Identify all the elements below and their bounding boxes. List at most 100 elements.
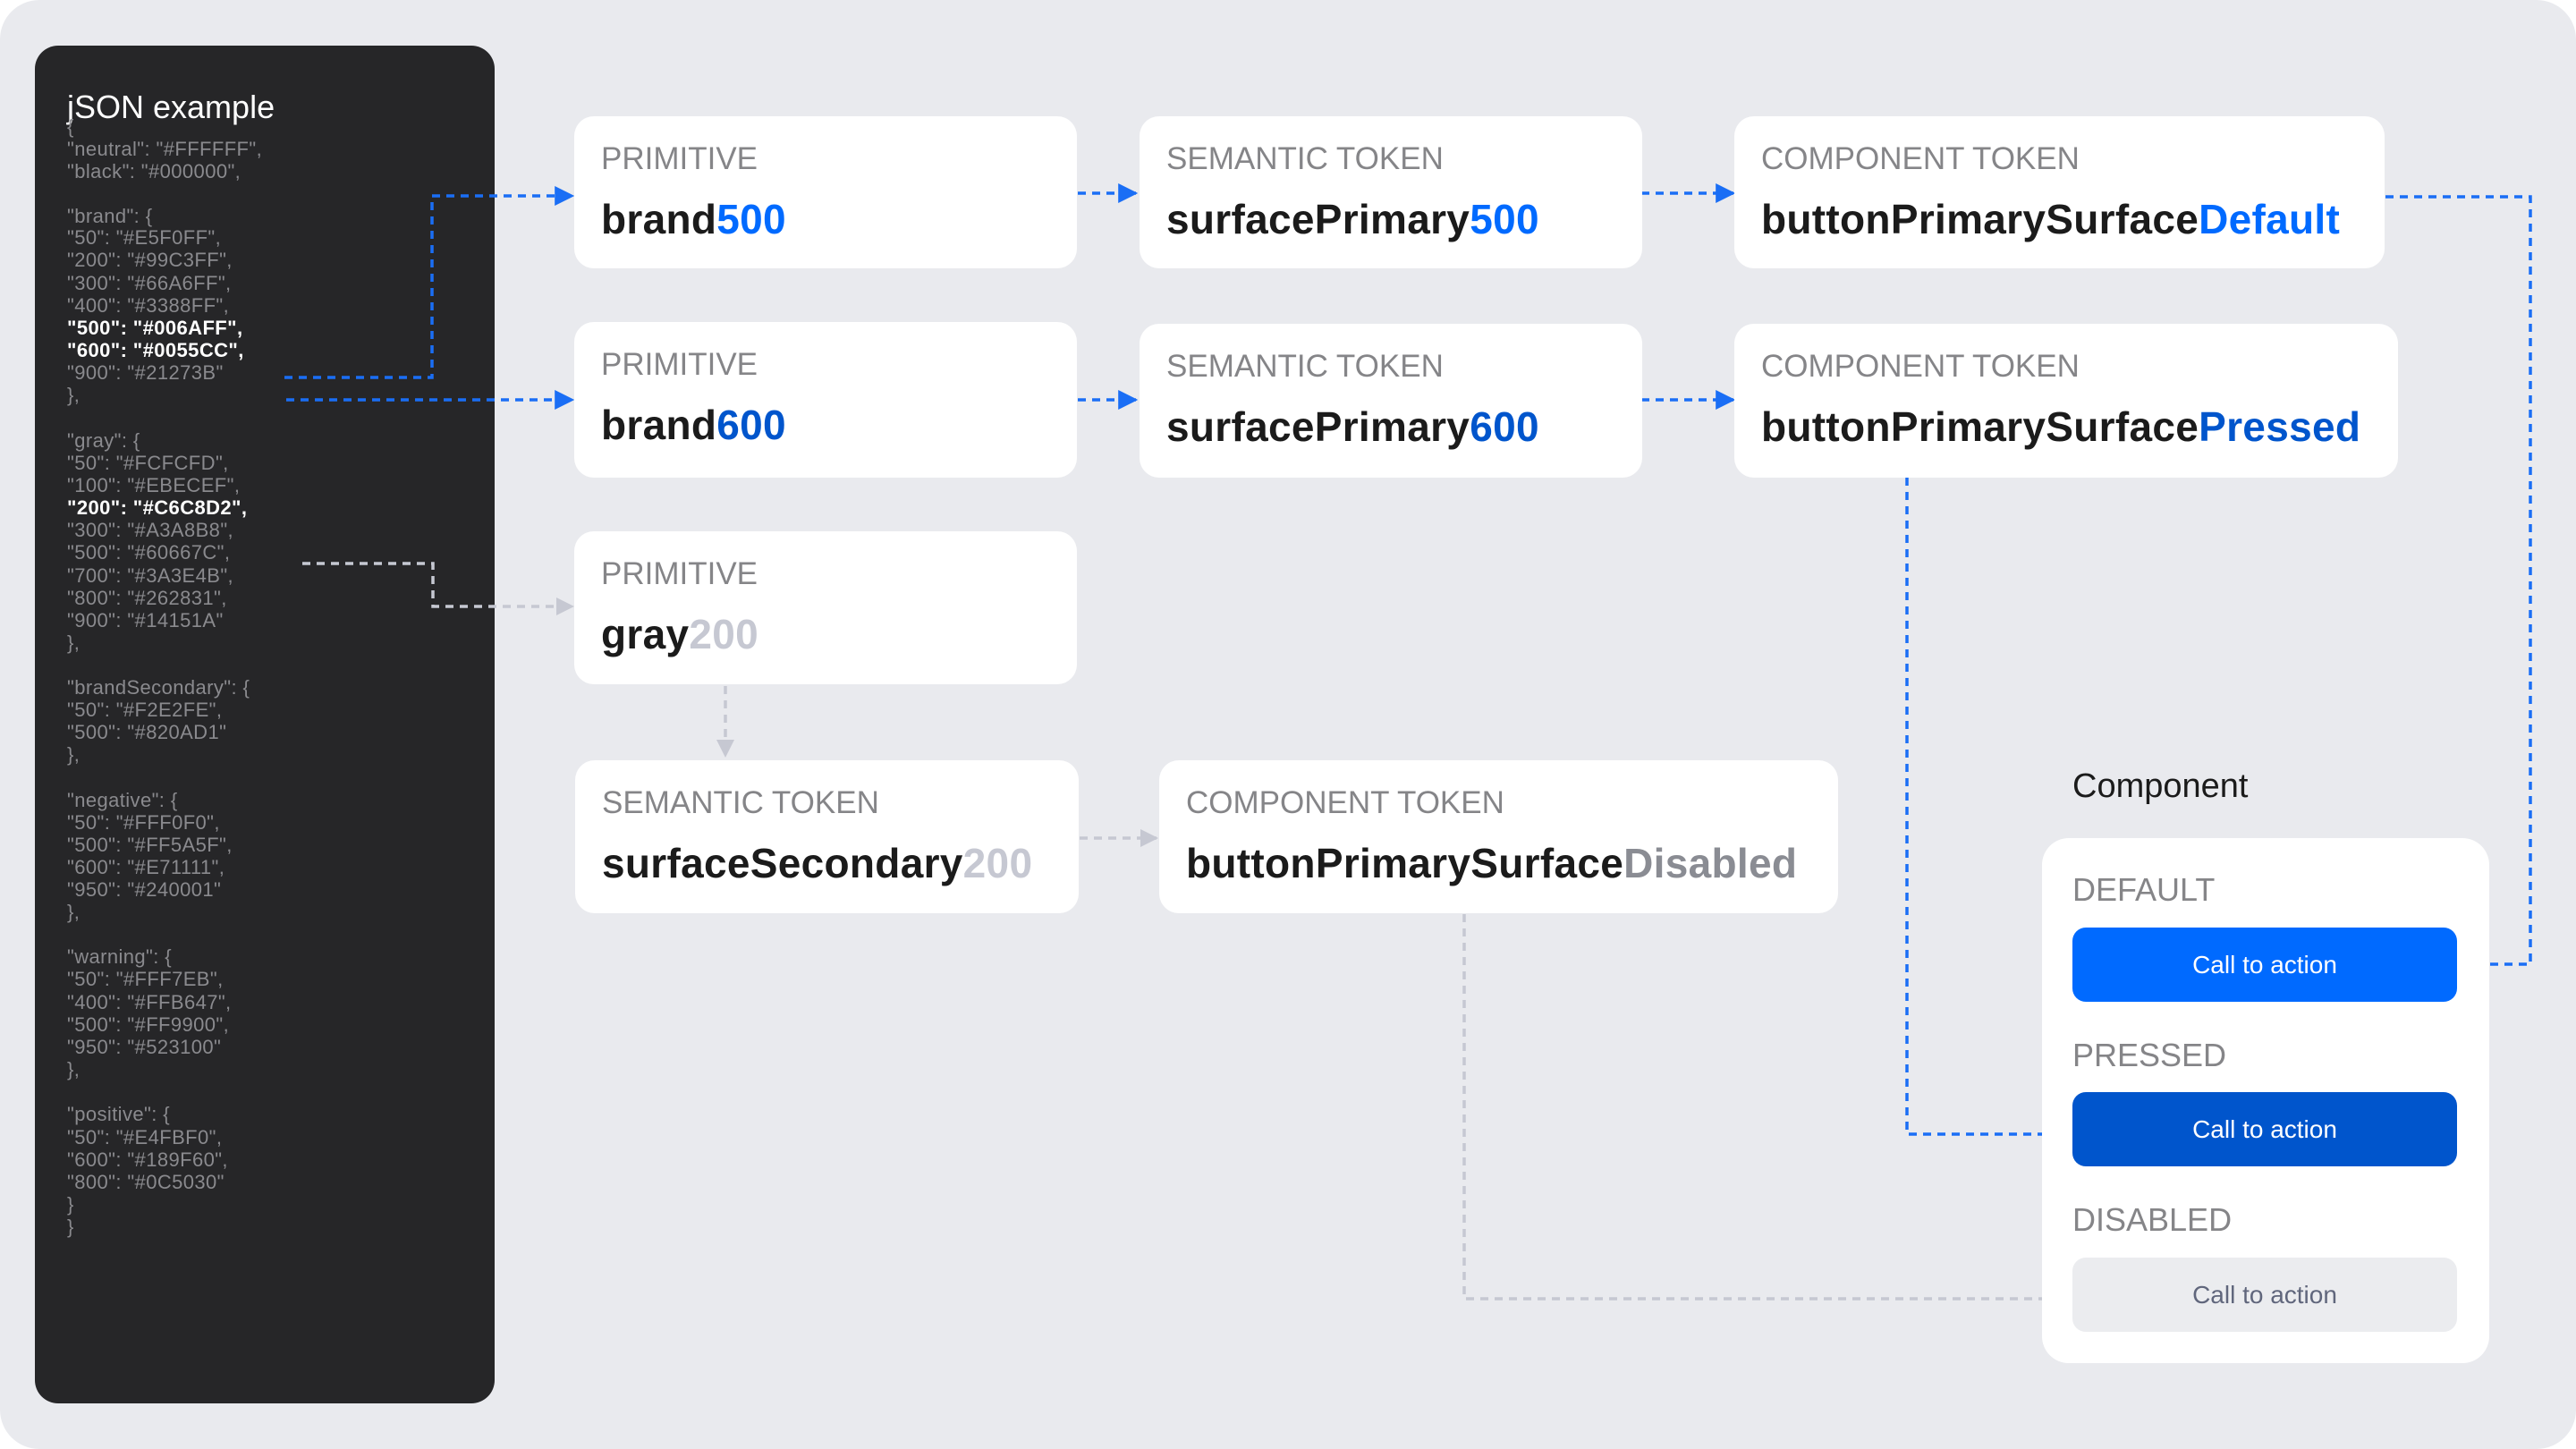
token-name: gray200 [601, 610, 758, 658]
cta-button-disabled: Call to action [2072, 1258, 2457, 1332]
json-line: "50": "#FFF0F0", [67, 811, 220, 834]
card-primitive-brand600: PRIMITIVE brand600 [574, 322, 1077, 478]
token-suffix: 500 [716, 196, 786, 242]
token-suffix: Disabled [1623, 840, 1798, 886]
json-line: "400": "#3388FF", [67, 294, 230, 317]
json-line: "50": "#FCFCFD", [67, 452, 229, 474]
json-line: "950": "#240001" [67, 878, 222, 901]
token-suffix: 200 [689, 611, 759, 657]
card-type-label: SEMANTIC TOKEN [602, 785, 879, 820]
json-line: }, [67, 384, 80, 406]
json-line: }, [67, 631, 80, 654]
card-type-label: PRIMITIVE [601, 556, 758, 591]
json-line: "900": "#14151A" [67, 609, 224, 631]
token-base: surfaceSecondary [602, 840, 963, 886]
token-base: buttonPrimarySurface [1761, 196, 2199, 242]
card-component-default: COMPONENT TOKEN buttonPrimarySurfaceDefa… [1734, 116, 2385, 268]
token-suffix: Default [2199, 196, 2341, 242]
token-name: surfacePrimary600 [1166, 402, 1539, 451]
token-base: buttonPrimarySurface [1186, 840, 1624, 886]
json-line: "50": "#FFF7EB", [67, 968, 224, 990]
json-line-highlighted: "200": "#C6C8D2", [67, 496, 248, 519]
state-label-pressed: PRESSED [2072, 1037, 2227, 1073]
connector-component-disabled-button [1462, 914, 2072, 1308]
token-suffix: Pressed [2199, 403, 2361, 450]
json-line: "black": "#000000", [67, 160, 242, 182]
token-name: buttonPrimarySurfacePressed [1761, 402, 2360, 451]
json-line: "positive": { [67, 1103, 170, 1125]
json-line: "300": "#66A6FF", [67, 272, 232, 294]
json-line: "500": "#FF9900", [67, 1013, 230, 1036]
card-type-label: PRIMITIVE [601, 141, 758, 176]
json-line-highlighted: "600": "#0055CC", [67, 339, 244, 361]
json-line: "50": "#E4FBF0", [67, 1126, 223, 1148]
json-line: } [67, 1216, 74, 1238]
json-line: "negative": { [67, 789, 178, 811]
json-line: "800": "#0C5030" [67, 1171, 225, 1193]
card-primitive-gray200: PRIMITIVE gray200 [574, 531, 1077, 684]
token-base: surfacePrimary [1166, 403, 1470, 450]
token-suffix: 600 [1470, 403, 1539, 450]
token-base: buttonPrimarySurface [1761, 403, 2199, 450]
card-type-label: SEMANTIC TOKEN [1166, 349, 1444, 384]
token-name: surfaceSecondary200 [602, 839, 1032, 887]
card-type-label: COMPONENT TOKEN [1761, 349, 2080, 384]
json-line: "800": "#262831", [67, 587, 227, 609]
card-type-label: COMPONENT TOKEN [1761, 141, 2080, 176]
json-line: "500": "#60667C", [67, 541, 231, 564]
connector-component-default-button [2385, 195, 2532, 974]
card-type-label: PRIMITIVE [601, 347, 758, 382]
json-line: "400": "#FFB647", [67, 991, 232, 1013]
json-line: "600": "#E71111", [67, 856, 225, 878]
json-panel-title: jSON example [67, 89, 275, 125]
token-name: surfacePrimary500 [1166, 195, 1539, 243]
json-line: "gray": { [67, 429, 140, 452]
json-line: }, [67, 743, 80, 766]
json-line: "700": "#3A3E4B", [67, 564, 234, 587]
token-name: brand500 [601, 195, 786, 243]
card-primitive-brand500: PRIMITIVE brand500 [574, 116, 1077, 268]
json-line: "brandSecondary": { [67, 676, 250, 699]
card-semantic-surface500: SEMANTIC TOKEN surfacePrimary500 [1140, 116, 1642, 268]
card-semantic-surface600: SEMANTIC TOKEN surfacePrimary600 [1140, 324, 1642, 478]
card-type-label: COMPONENT TOKEN [1186, 785, 1504, 820]
token-base: surfacePrimary [1166, 196, 1470, 242]
card-component-disabled: COMPONENT TOKEN buttonPrimarySurfaceDisa… [1159, 760, 1838, 913]
component-section-title: Component [2072, 767, 2249, 805]
card-component-pressed: COMPONENT TOKEN buttonPrimarySurfacePres… [1734, 324, 2398, 478]
token-base: brand [601, 402, 717, 448]
json-line: "100": "#EBECEF", [67, 474, 241, 496]
cta-button-pressed[interactable]: Call to action [2072, 1092, 2457, 1166]
token-suffix: 600 [716, 402, 786, 448]
token-name: buttonPrimarySurfaceDisabled [1186, 839, 1797, 887]
json-line: "50": "#E5F0FF", [67, 226, 222, 249]
json-line-highlighted: "500": "#006AFF", [67, 317, 243, 339]
json-line: "50": "#F2E2FE", [67, 699, 223, 721]
token-suffix: 200 [962, 840, 1033, 886]
connector-component-pressed-button [1905, 478, 2069, 1144]
state-label-default: DEFAULT [2072, 871, 2216, 908]
json-line: "brand": { [67, 205, 153, 227]
component-preview-panel: DEFAULT Call to action PRESSED Call to a… [2042, 838, 2489, 1363]
json-line: }, [67, 901, 80, 923]
token-base: brand [601, 196, 717, 242]
json-line: "200": "#99C3FF", [67, 249, 233, 271]
json-line: "900": "#21273B" [67, 361, 224, 384]
cta-button-default[interactable]: Call to action [2072, 928, 2457, 1002]
json-line: "warning": { [67, 945, 173, 968]
connector-json-gray200 [302, 562, 574, 615]
state-label-disabled: DISABLED [2072, 1201, 2233, 1238]
json-line: "neutral": "#FFFFFF", [67, 138, 263, 160]
card-semantic-secondary200: SEMANTIC TOKEN surfaceSecondary200 [575, 760, 1079, 913]
token-base: gray [601, 611, 690, 657]
card-type-label: SEMANTIC TOKEN [1166, 141, 1444, 176]
json-line: "950": "#523100" [67, 1036, 222, 1058]
connector-json-brand500 [284, 186, 575, 379]
json-example-panel: jSON example { "neutral": "#FFFFFF", "bl… [35, 46, 495, 1403]
json-line: "500": "#FF5A5F", [67, 834, 233, 856]
json-line: }, [67, 1058, 80, 1080]
token-suffix: 500 [1470, 196, 1539, 242]
token-name: buttonPrimarySurfaceDefault [1761, 195, 2340, 243]
